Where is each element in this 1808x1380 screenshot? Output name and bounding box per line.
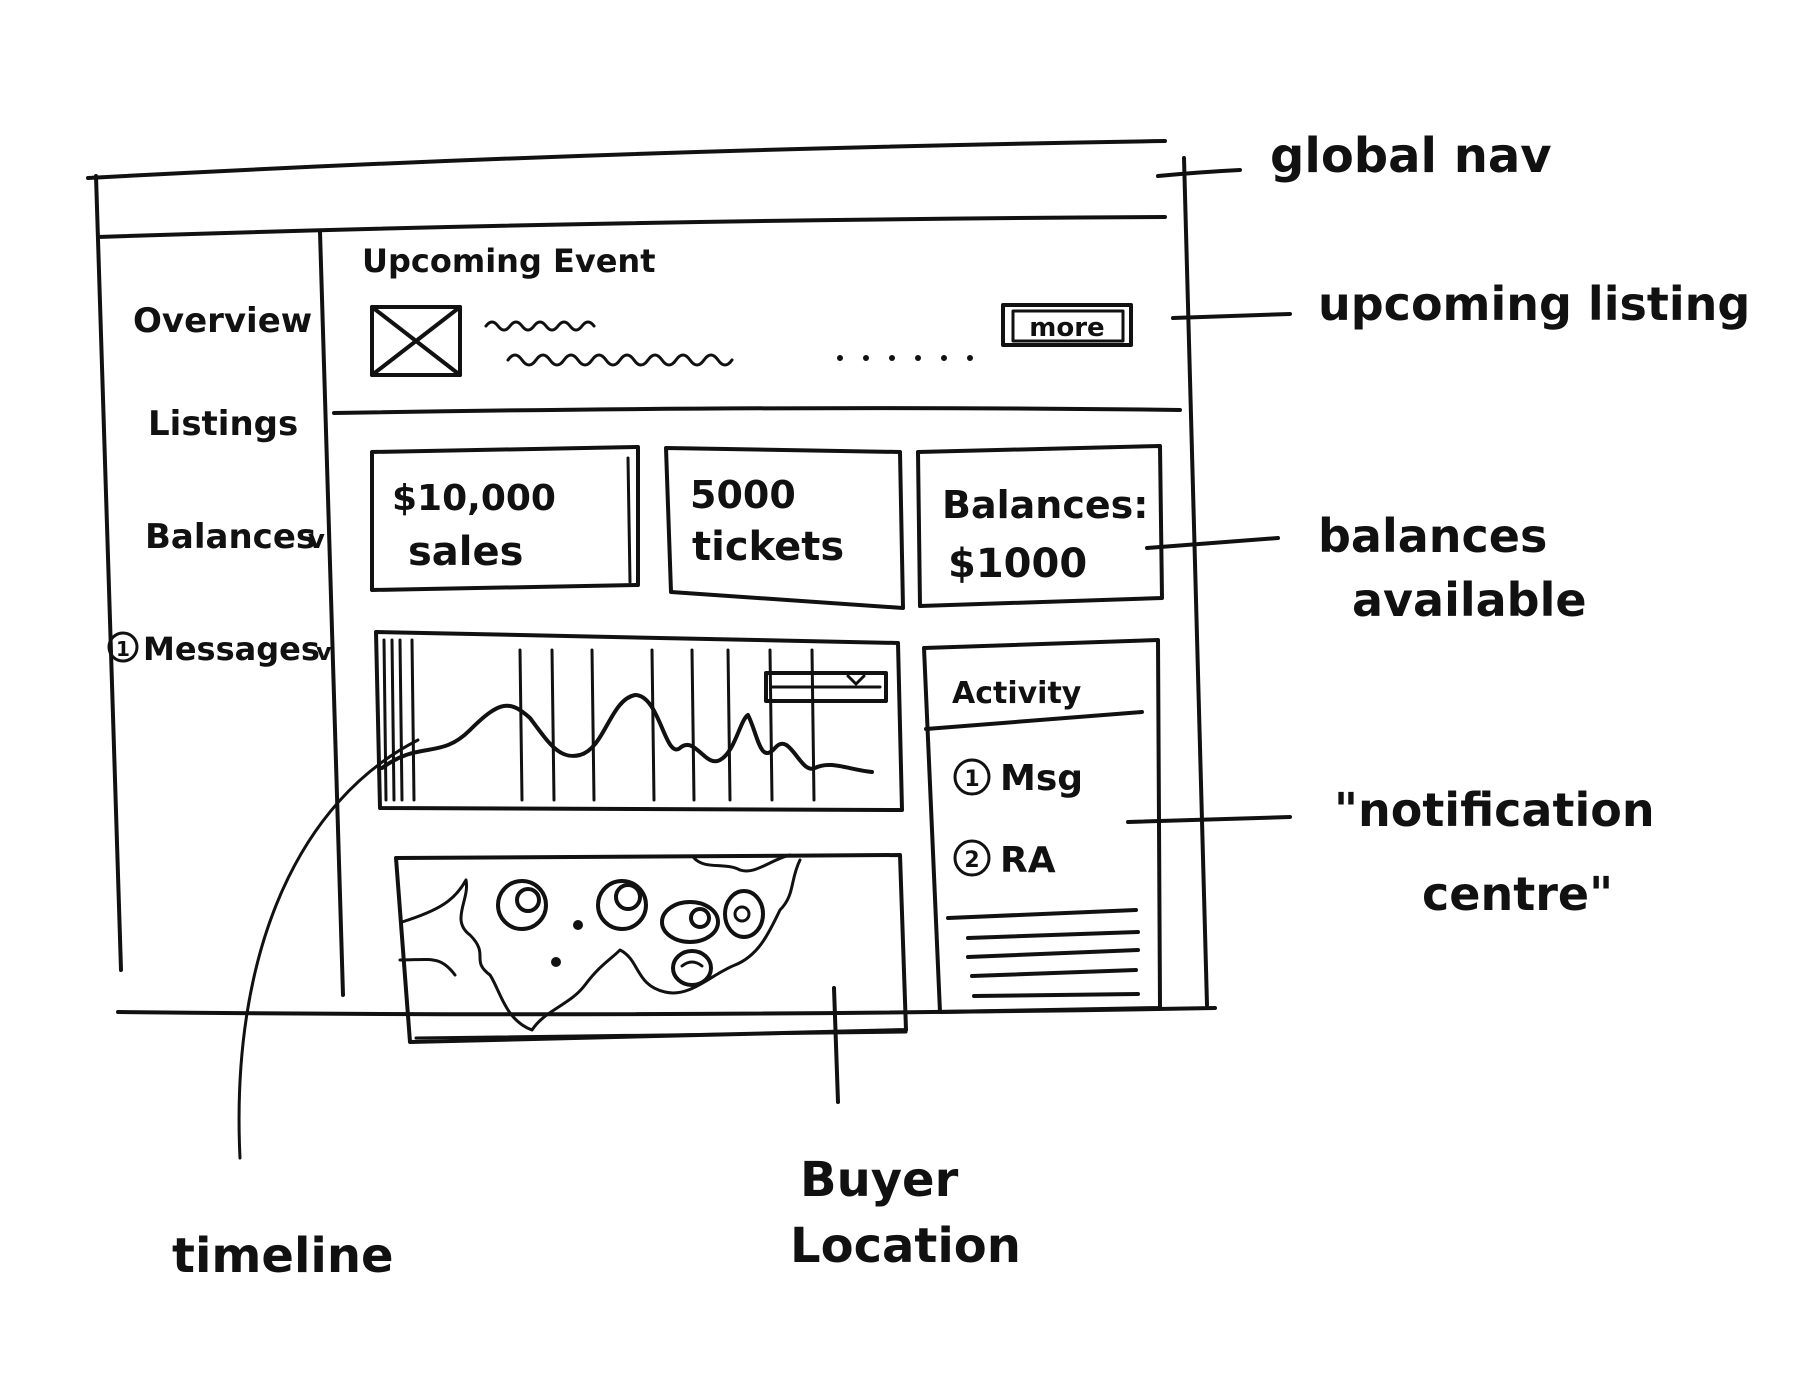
annotation-notification: "notification <box>1334 783 1655 837</box>
activity-item-msg[interactable]: 1 Msg <box>953 758 1083 799</box>
sales-label: sales <box>408 529 523 575</box>
annotation-upcoming-listing: upcoming listing <box>1318 277 1750 331</box>
callout-global-nav: global nav <box>1156 128 1552 184</box>
annotation-centre: centre" <box>1422 867 1613 921</box>
upcoming-event-panel: Upcoming Event more <box>332 242 1182 415</box>
sidebar-item-overview[interactable]: Overview <box>133 301 312 341</box>
callout-upcoming-listing: upcoming listing <box>1171 277 1750 331</box>
timeline-filter-dropdown[interactable] <box>764 671 888 703</box>
sales-value: $10,000 <box>392 478 556 519</box>
location-marker[interactable] <box>660 900 720 944</box>
location-dot <box>573 920 583 930</box>
buyer-location-map <box>394 853 908 1044</box>
callout-buyer-location: Buyer Location <box>790 986 1021 1274</box>
image-placeholder-icon <box>370 305 462 377</box>
balances-label: Balances: <box>942 483 1148 527</box>
activity-panel: Activity 1 Msg 2 RA <box>922 638 1162 1014</box>
global-nav[interactable] <box>96 215 1167 239</box>
annotation-balances: balances <box>1318 509 1547 563</box>
chevron-down-icon: v <box>316 638 332 666</box>
svg-text:1: 1 <box>964 767 979 792</box>
sidebar: Overview Listings Balances v 1 Messages … <box>107 230 345 997</box>
sidebar-item-balances[interactable]: Balances v <box>145 517 325 557</box>
ellipsis-dots <box>837 355 973 361</box>
notification-badge <box>107 631 139 663</box>
chevron-down-icon: v <box>308 525 325 555</box>
svg-text:Messages: Messages <box>143 630 320 668</box>
annotation-available: available <box>1352 573 1587 627</box>
annotation-buyer: Buyer <box>800 1152 959 1208</box>
activity-list-placeholder <box>946 908 1140 998</box>
more-button[interactable]: more <box>1001 303 1133 347</box>
activity-title: Activity <box>952 676 1082 711</box>
callout-notification-centre: "notification centre" <box>1126 783 1655 921</box>
svg-text:more: more <box>1029 313 1104 343</box>
tickets-label: tickets <box>692 524 844 570</box>
stat-card-tickets: 5000 tickets <box>664 446 905 610</box>
location-marker[interactable] <box>496 879 548 931</box>
event-details-scribble <box>506 353 734 367</box>
activity-item-ra[interactable]: 2 RA <box>953 839 1056 881</box>
location-marker[interactable] <box>723 889 765 939</box>
svg-text:Msg: Msg <box>1000 758 1083 799</box>
callout-timeline: timeline <box>172 738 420 1284</box>
annotation-global-nav: global nav <box>1270 128 1552 184</box>
notification-badge <box>953 839 991 877</box>
timeline-line <box>380 693 874 774</box>
timeline-chart <box>374 630 904 812</box>
sidebar-item-listings[interactable]: Listings <box>148 404 298 444</box>
svg-text:1: 1 <box>116 637 130 661</box>
stat-card-sales: $10,000 sales <box>370 445 640 592</box>
upcoming-event-heading: Upcoming Event <box>362 242 655 280</box>
annotation-location: Location <box>790 1218 1021 1274</box>
chevron-down-icon <box>846 674 866 686</box>
map-outline <box>400 858 802 1032</box>
stat-card-balances: Balances: $1000 <box>916 444 1164 608</box>
location-marker[interactable] <box>596 879 648 931</box>
sidebar-item-messages[interactable]: 1 Messages v <box>107 630 332 668</box>
svg-text:RA: RA <box>1000 840 1056 881</box>
svg-text:Balances: Balances <box>145 517 316 557</box>
balances-value: $1000 <box>948 541 1087 587</box>
callout-balances-available: balances available <box>1145 509 1587 627</box>
tickets-value: 5000 <box>690 473 796 517</box>
svg-text:2: 2 <box>964 848 979 873</box>
annotation-timeline: timeline <box>172 1228 394 1284</box>
notification-badge <box>953 758 991 796</box>
location-marker[interactable] <box>671 949 713 987</box>
location-dot <box>551 957 561 967</box>
event-title-scribble <box>484 320 596 332</box>
